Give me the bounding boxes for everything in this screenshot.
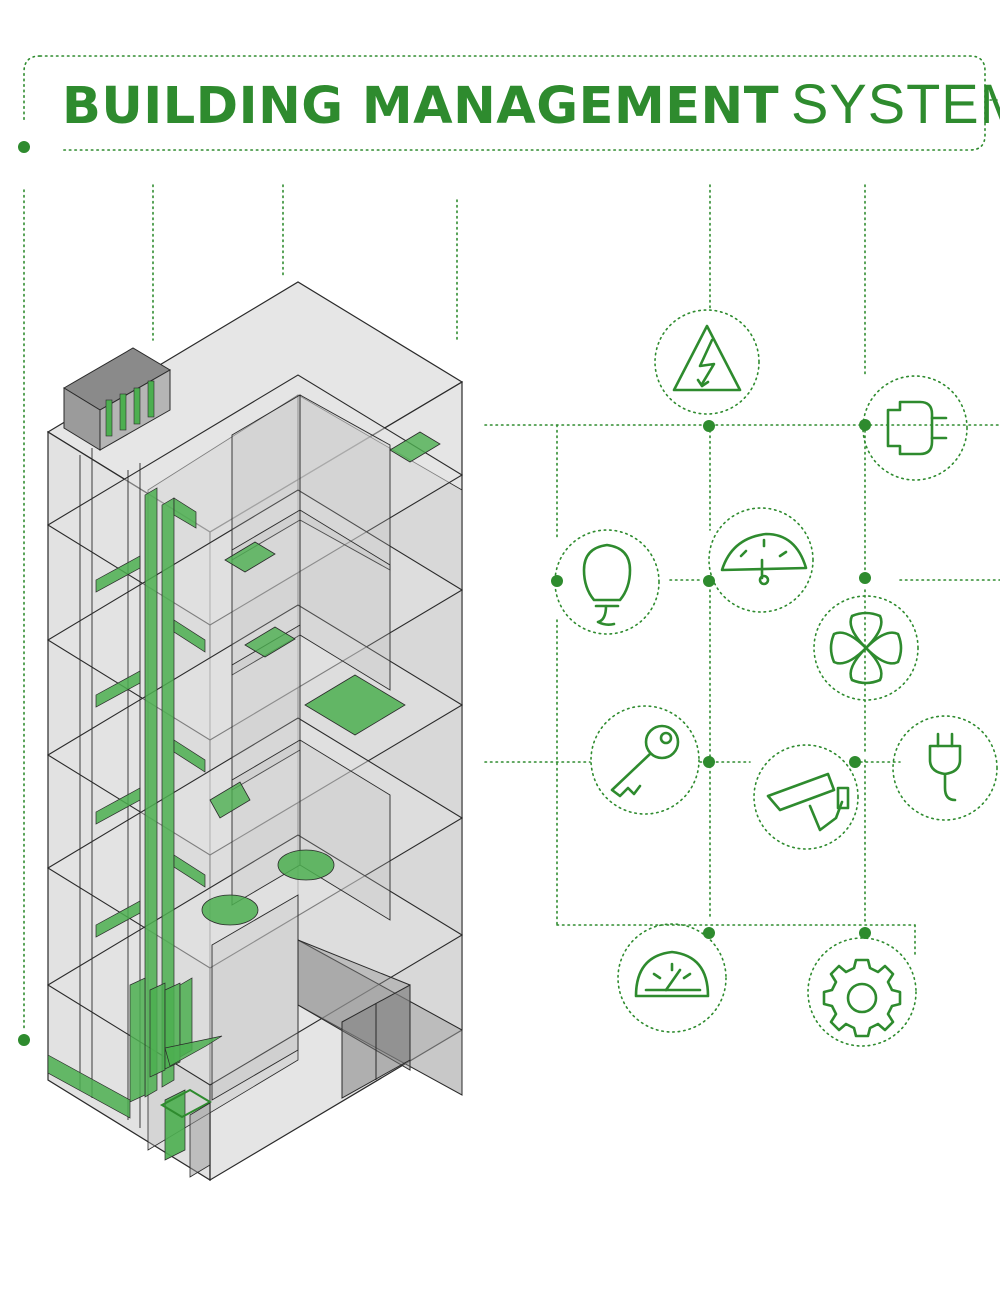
- power-plug-icon: [892, 715, 998, 821]
- left-bottom-dot: [18, 1034, 30, 1046]
- plug-icon: [862, 375, 968, 481]
- network-nodes: [551, 419, 871, 939]
- title-frame: [18, 55, 1000, 153]
- green-riser-pipes: [47, 487, 223, 1161]
- furniture: [159, 431, 441, 1178]
- frame-dot: [18, 141, 30, 153]
- page-title: BUILDING MANAGEMENTSYSTEM: [62, 72, 1000, 136]
- key-icon: [590, 705, 700, 815]
- pressure-gauge-icon: [617, 923, 727, 1033]
- title-light-part: SYSTEM: [791, 72, 1000, 135]
- high-voltage-icon: [654, 309, 760, 415]
- light-bulb-icon: [554, 529, 660, 635]
- title-bold-part: BUILDING MANAGEMENT: [62, 77, 780, 136]
- settings-gear-icon: [807, 937, 917, 1047]
- speedometer-icon: [708, 507, 814, 613]
- rooftop-unit: [63, 347, 171, 451]
- security-camera-icon: [753, 744, 859, 850]
- fan-icon: [813, 595, 919, 701]
- network-connectors: [484, 184, 1000, 956]
- building-isometric: [46, 281, 464, 1182]
